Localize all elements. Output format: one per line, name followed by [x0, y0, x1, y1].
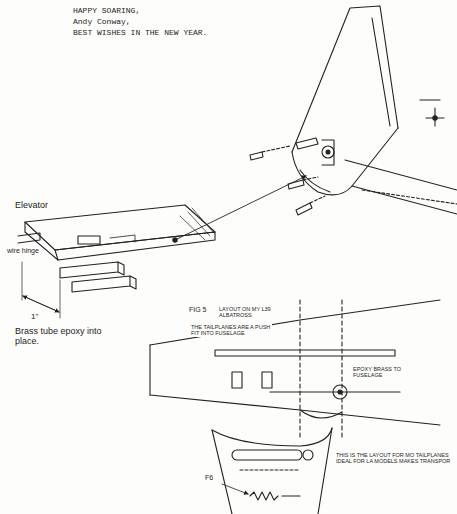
dimension: 1"	[30, 312, 39, 321]
note-text: EPOXY BRASS TO FUSELAGE	[352, 366, 424, 379]
note-text: THIS IS THE LAYOUT FOR MO TAILPLANES IDE…	[335, 452, 453, 465]
fig5-drawing	[150, 300, 440, 440]
figure-number: F6	[204, 474, 214, 482]
part-name: Elevator	[14, 200, 49, 210]
author-name: Andy Conway,	[72, 17, 132, 26]
figure-number: FIG 5	[188, 306, 208, 314]
greeting-text: HAPPY SOARING,	[72, 6, 141, 15]
greeting-text: BEST WISHES IN THE NEW YEAR.	[72, 28, 208, 37]
f6-drawing	[212, 428, 332, 514]
tail-assembly	[250, 6, 457, 215]
part-name: wire hinge	[6, 247, 40, 255]
note-text: LAYOUT ON MY L39 ALBATROSS	[218, 306, 290, 319]
note-text: THE TAILPLANES ARE A PUSH FIT INTO FUSEL…	[190, 324, 272, 337]
note-text: Brass tube epoxy into place.	[14, 326, 116, 347]
elevator-drawing	[18, 176, 306, 318]
